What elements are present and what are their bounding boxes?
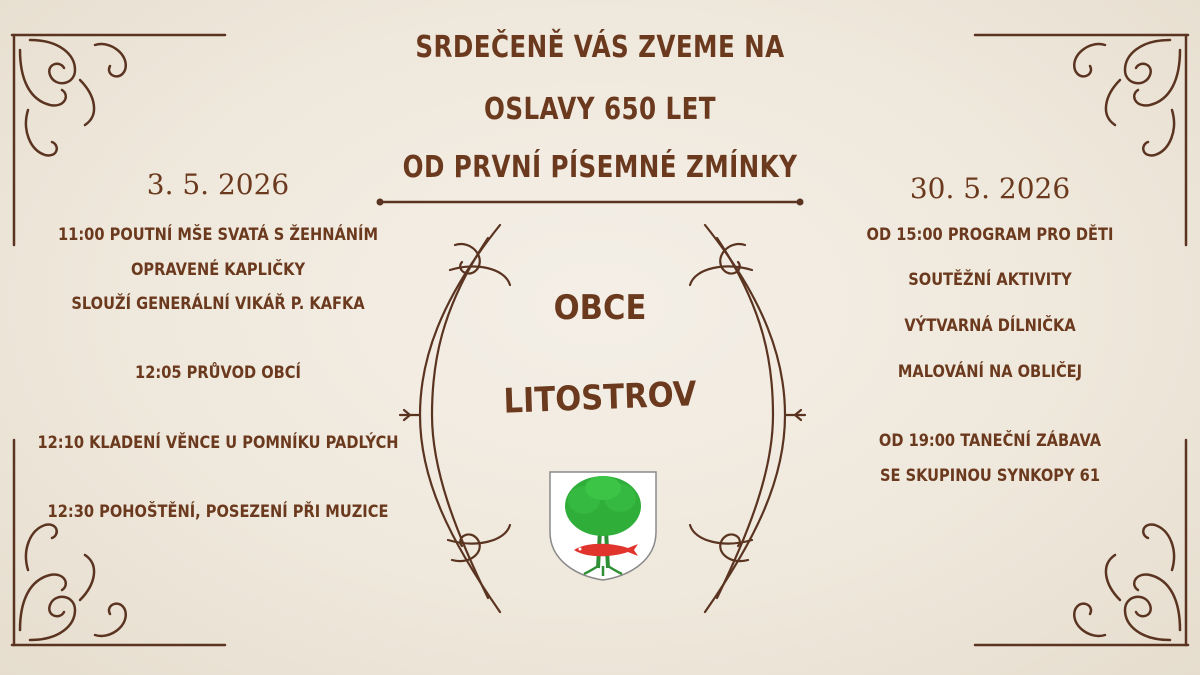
left-item-3: SLOUŽÍ GENERÁLNÍ VIKÁŘ P. KAFKA (71, 294, 365, 314)
right-item-6: SE SKUPINOU SYNKOPY 61 (879, 466, 1101, 486)
right-item-5: OD 19:00 TANEČNÍ ZÁBAVA (878, 431, 1102, 451)
right-item-2: SOUTĚŽNÍ AKTIVITY (908, 270, 1072, 290)
left-item-5: 12:10 KLADENÍ VĚNCE U POMNÍKU PADLÝCH (37, 433, 399, 453)
coat-of-arms-icon (549, 471, 657, 581)
heading-line-3: OD PRVNÍ PÍSEMNÉ ZMÍNKY (402, 150, 798, 185)
heading-line-1: SRDEČENĚ VÁS ZVEME NA (415, 30, 785, 65)
heading-line-2: OSLAVY 650 LET (483, 92, 717, 127)
left-date: 3. 5. 2026 (146, 168, 290, 201)
left-item-1: 11:00 POUTNÍ MŠE SVATÁ S ŽEHNÁNÍM (57, 225, 379, 245)
right-date: 30. 5. 2026 (909, 172, 1071, 205)
right-item-4: MALOVÁNÍ NA OBLIČEJ (897, 362, 1083, 382)
left-item-6: 12:30 POHOŠTĚNÍ, POSEZENÍ PŘI MUZICE (47, 502, 389, 522)
village-label-obce: OBCE (553, 288, 647, 328)
right-item-3: VÝTVARNÁ DÍLNIČKA (904, 316, 1076, 336)
left-item-4: 12:05 PRŮVOD OBCÍ (135, 363, 301, 383)
right-item-1: OD 15:00 PROGRAM PRO DĚTI (866, 225, 1114, 245)
left-item-2: OPRAVENÉ KAPLIČKY (130, 260, 306, 280)
